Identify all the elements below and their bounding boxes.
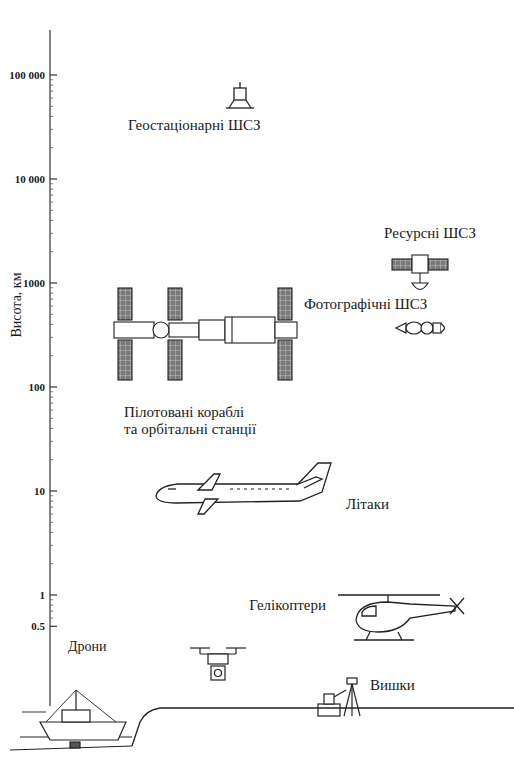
geostationary-satellite [226, 82, 254, 108]
minor-tick [50, 189, 53, 190]
minor-tick [50, 418, 53, 419]
minor-tick [50, 314, 53, 315]
minor-tick [50, 129, 53, 130]
minor-tick [50, 293, 53, 294]
minor-tick [50, 532, 53, 533]
minor-tick [50, 522, 53, 523]
minor-tick [50, 195, 53, 196]
minor-tick [50, 106, 53, 107]
minor-tick [50, 98, 53, 99]
minor-tick [50, 391, 53, 392]
drone [190, 648, 246, 680]
major-tick [50, 490, 57, 491]
helicopter [338, 595, 464, 640]
object-label: Літаки [346, 496, 389, 513]
minor-tick [50, 428, 53, 429]
object-label: Фотографічні ШСЗ [304, 296, 427, 313]
orbital-station [114, 288, 297, 380]
tick-label: 1000 [23, 277, 45, 290]
minor-tick [50, 563, 53, 564]
minor-tick [50, 507, 53, 508]
object-label: Вишки [370, 677, 415, 694]
minor-tick [50, 355, 53, 356]
minor-tick [50, 611, 53, 612]
minor-tick [50, 403, 53, 404]
minor-tick [50, 210, 53, 211]
minor-tick [50, 251, 53, 252]
tower [318, 678, 360, 716]
minor-tick [50, 85, 53, 86]
minor-tick [50, 495, 53, 496]
major-tick [50, 386, 57, 387]
tick-label: 100 [29, 381, 46, 394]
minor-tick [50, 287, 53, 288]
minor-tick [50, 599, 53, 600]
minor-tick [50, 410, 53, 411]
minor-tick [50, 306, 53, 307]
major-tick [50, 74, 57, 75]
ship [22, 690, 126, 748]
tick-label: 100 000 [9, 69, 45, 82]
height-axis [50, 30, 51, 706]
minor-tick [50, 91, 53, 92]
minor-tick [50, 441, 53, 442]
tick-label: 10 [34, 485, 45, 498]
tick-label: 0.5 [31, 620, 45, 633]
major-tick [50, 594, 57, 595]
major-tick [50, 626, 57, 627]
object-label: Дрони [68, 639, 107, 655]
photographic-satellite [396, 322, 445, 334]
minor-tick [50, 324, 53, 325]
object-label: Геостаціонарні ШСЗ [128, 117, 261, 134]
minor-tick [50, 501, 53, 502]
resource-satellite [392, 255, 448, 290]
minor-tick [50, 116, 53, 117]
axis-ticks [50, 75, 57, 626]
minor-tick [50, 545, 53, 546]
minor-tick [50, 183, 53, 184]
major-tick [50, 282, 57, 283]
tick-label: 10 000 [15, 173, 45, 186]
minor-tick [50, 202, 53, 203]
minor-tick [50, 79, 53, 80]
minor-tick [50, 233, 53, 234]
major-tick [50, 178, 57, 179]
ground [10, 708, 514, 750]
tick-label: 1 [40, 589, 46, 602]
airplane [156, 463, 331, 514]
minor-tick [50, 397, 53, 398]
object-label: Ресурсні ШСЗ [384, 225, 476, 242]
minor-tick [50, 605, 53, 606]
minor-tick [50, 459, 53, 460]
axis-title: Висота, км [9, 272, 25, 337]
object-label: Пілотовані кораблі та орбітальні станції [124, 404, 299, 439]
minor-tick [50, 337, 53, 338]
minor-tick [50, 220, 53, 221]
minor-tick [50, 147, 53, 148]
minor-tick [50, 299, 53, 300]
minor-tick [50, 618, 53, 619]
object-label: Гелікоптери [249, 597, 326, 614]
minor-tick [50, 514, 53, 515]
